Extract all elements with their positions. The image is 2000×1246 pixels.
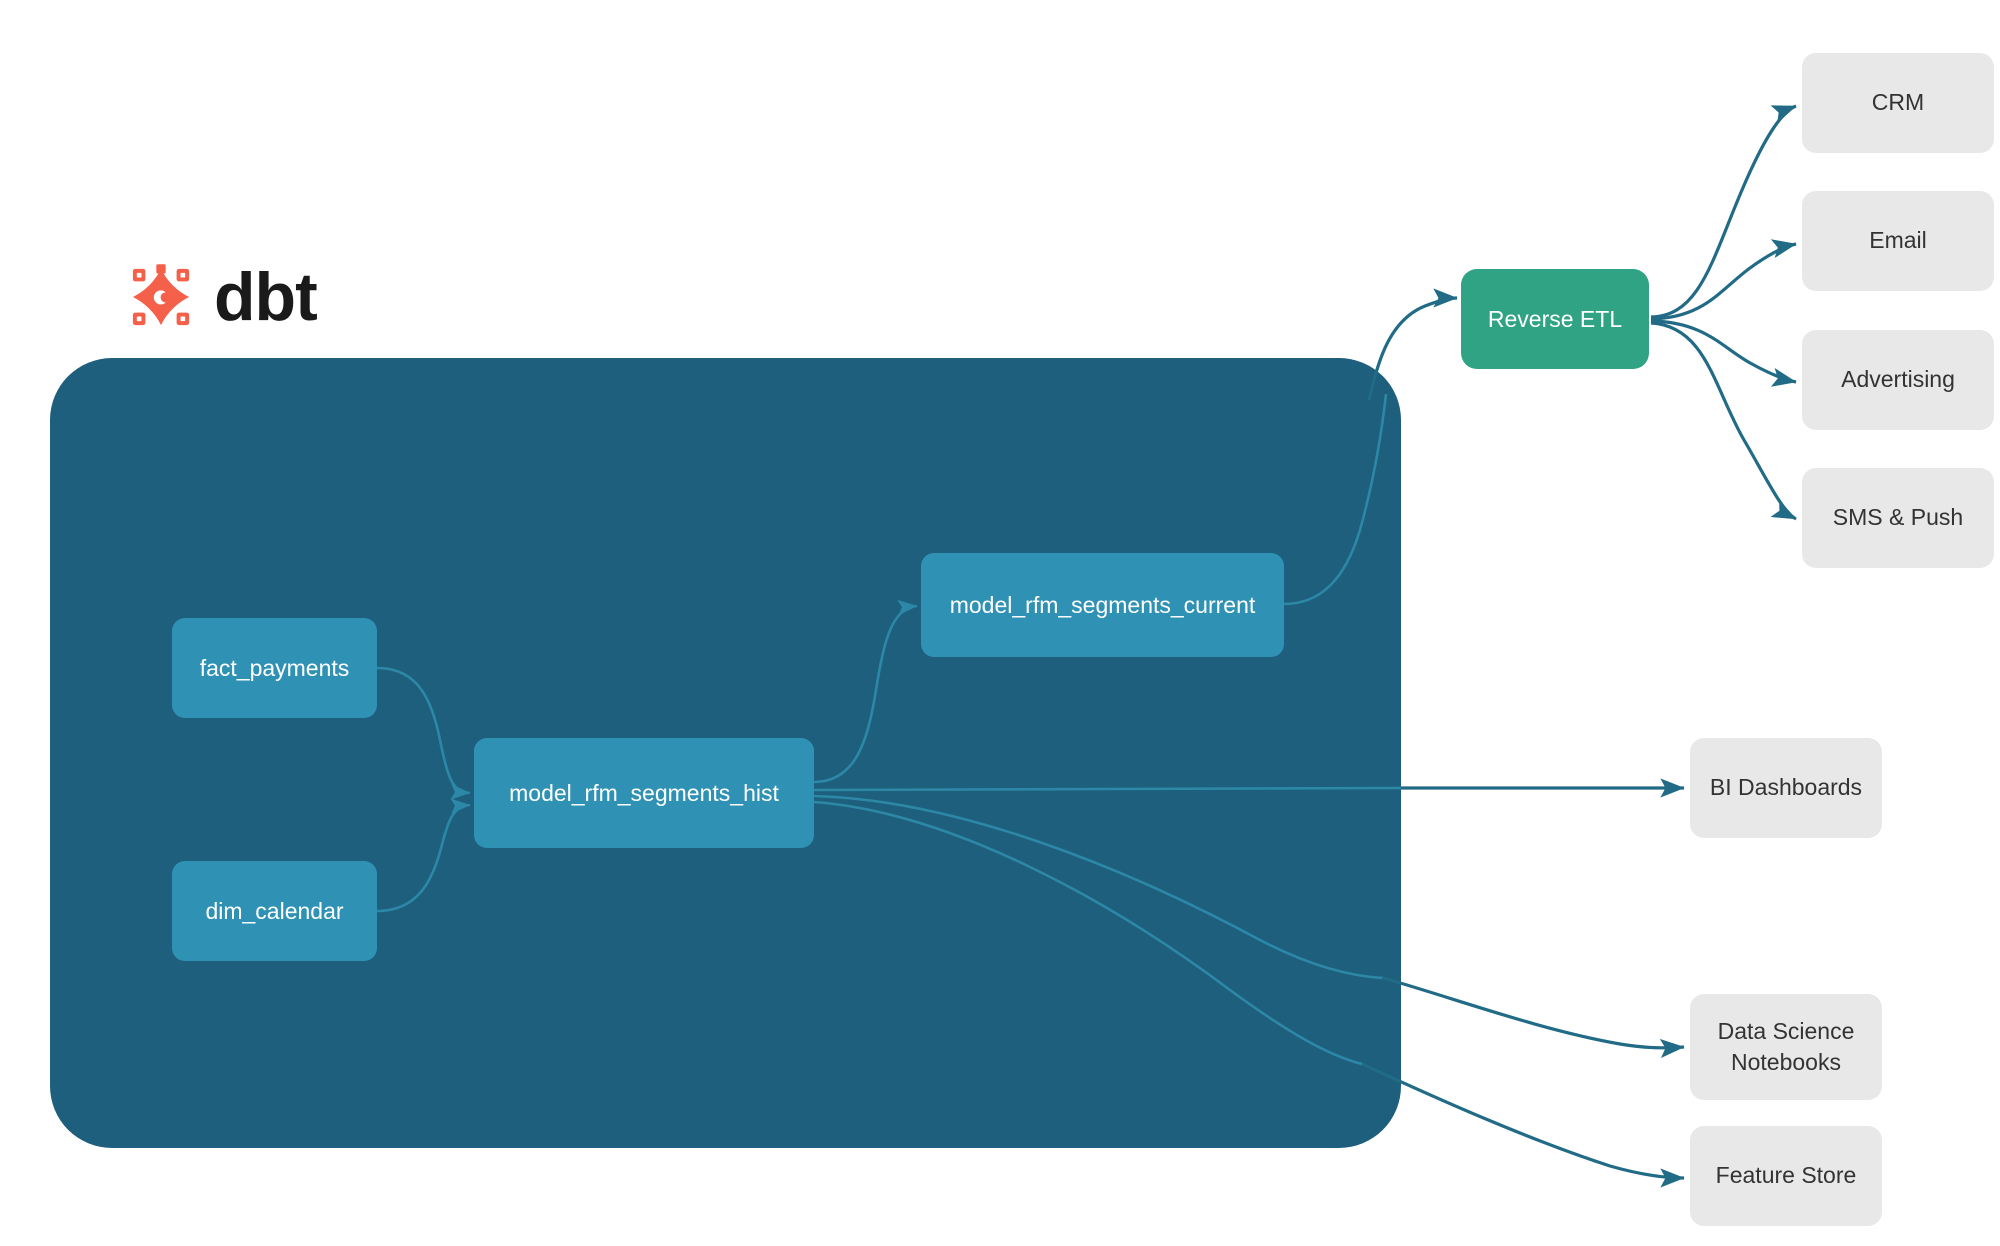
destination-node-sms-push[interactable]: SMS & Push — [1802, 468, 1994, 568]
model-node-fact-payments[interactable]: fact_payments — [172, 618, 377, 718]
node-label: dim_calendar — [205, 897, 344, 924]
model-node-rfm-segments-current[interactable]: model_rfm_segments_current — [921, 553, 1284, 657]
edge-reverse-etl-to-crm — [1650, 104, 1797, 319]
node-label: model_rfm_segments_current — [949, 591, 1256, 618]
node-label: Data Science Notebooks — [1718, 1016, 1855, 1078]
dbt-logo-icon — [132, 264, 190, 326]
node-label: Feature Store — [1715, 1162, 1857, 1189]
dbt-logo: dbt — [122, 258, 318, 336]
destination-node-bi-dashboards[interactable]: BI Dashboards — [1690, 738, 1882, 838]
edge-boundary-to-ds-notebooks — [1379, 975, 1685, 1059]
edge-reverse-etl-to-sms-push — [1650, 321, 1797, 521]
destination-node-crm[interactable]: CRM — [1802, 53, 1994, 153]
node-label: Email — [1869, 227, 1927, 254]
destination-node-data-science-notebooks[interactable]: Data Science Notebooks — [1690, 994, 1882, 1100]
node-label: fact_payments — [199, 654, 350, 681]
node-label: Advertising — [1841, 366, 1955, 393]
dbt-wordmark: dbt — [214, 259, 318, 335]
node-label: BI Dashboards — [1709, 774, 1863, 801]
destination-node-feature-store[interactable]: Feature Store — [1690, 1126, 1882, 1226]
node-label: model_rfm_segments_hist — [509, 779, 779, 806]
node-label: CRM — [1871, 89, 1925, 116]
model-node-rfm-segments-hist[interactable]: model_rfm_segments_hist — [474, 738, 814, 848]
node-label-line2: Notebooks — [1731, 1049, 1841, 1075]
edge-reverse-etl-to-email — [1650, 239, 1797, 321]
destination-node-email[interactable]: Email — [1802, 191, 1994, 291]
node-label: Reverse ETL — [1487, 305, 1623, 332]
destination-node-advertising[interactable]: Advertising — [1802, 330, 1994, 430]
node-label: SMS & Push — [1832, 504, 1964, 531]
node-label-line1: Data Science — [1717, 1017, 1855, 1044]
edge-reverse-etl-to-advertising — [1650, 319, 1797, 387]
reverse-etl-node[interactable]: Reverse ETL — [1461, 269, 1649, 369]
model-node-dim-calendar[interactable]: dim_calendar — [172, 861, 377, 961]
edge-boundary-to-feature-store — [1359, 1061, 1685, 1188]
